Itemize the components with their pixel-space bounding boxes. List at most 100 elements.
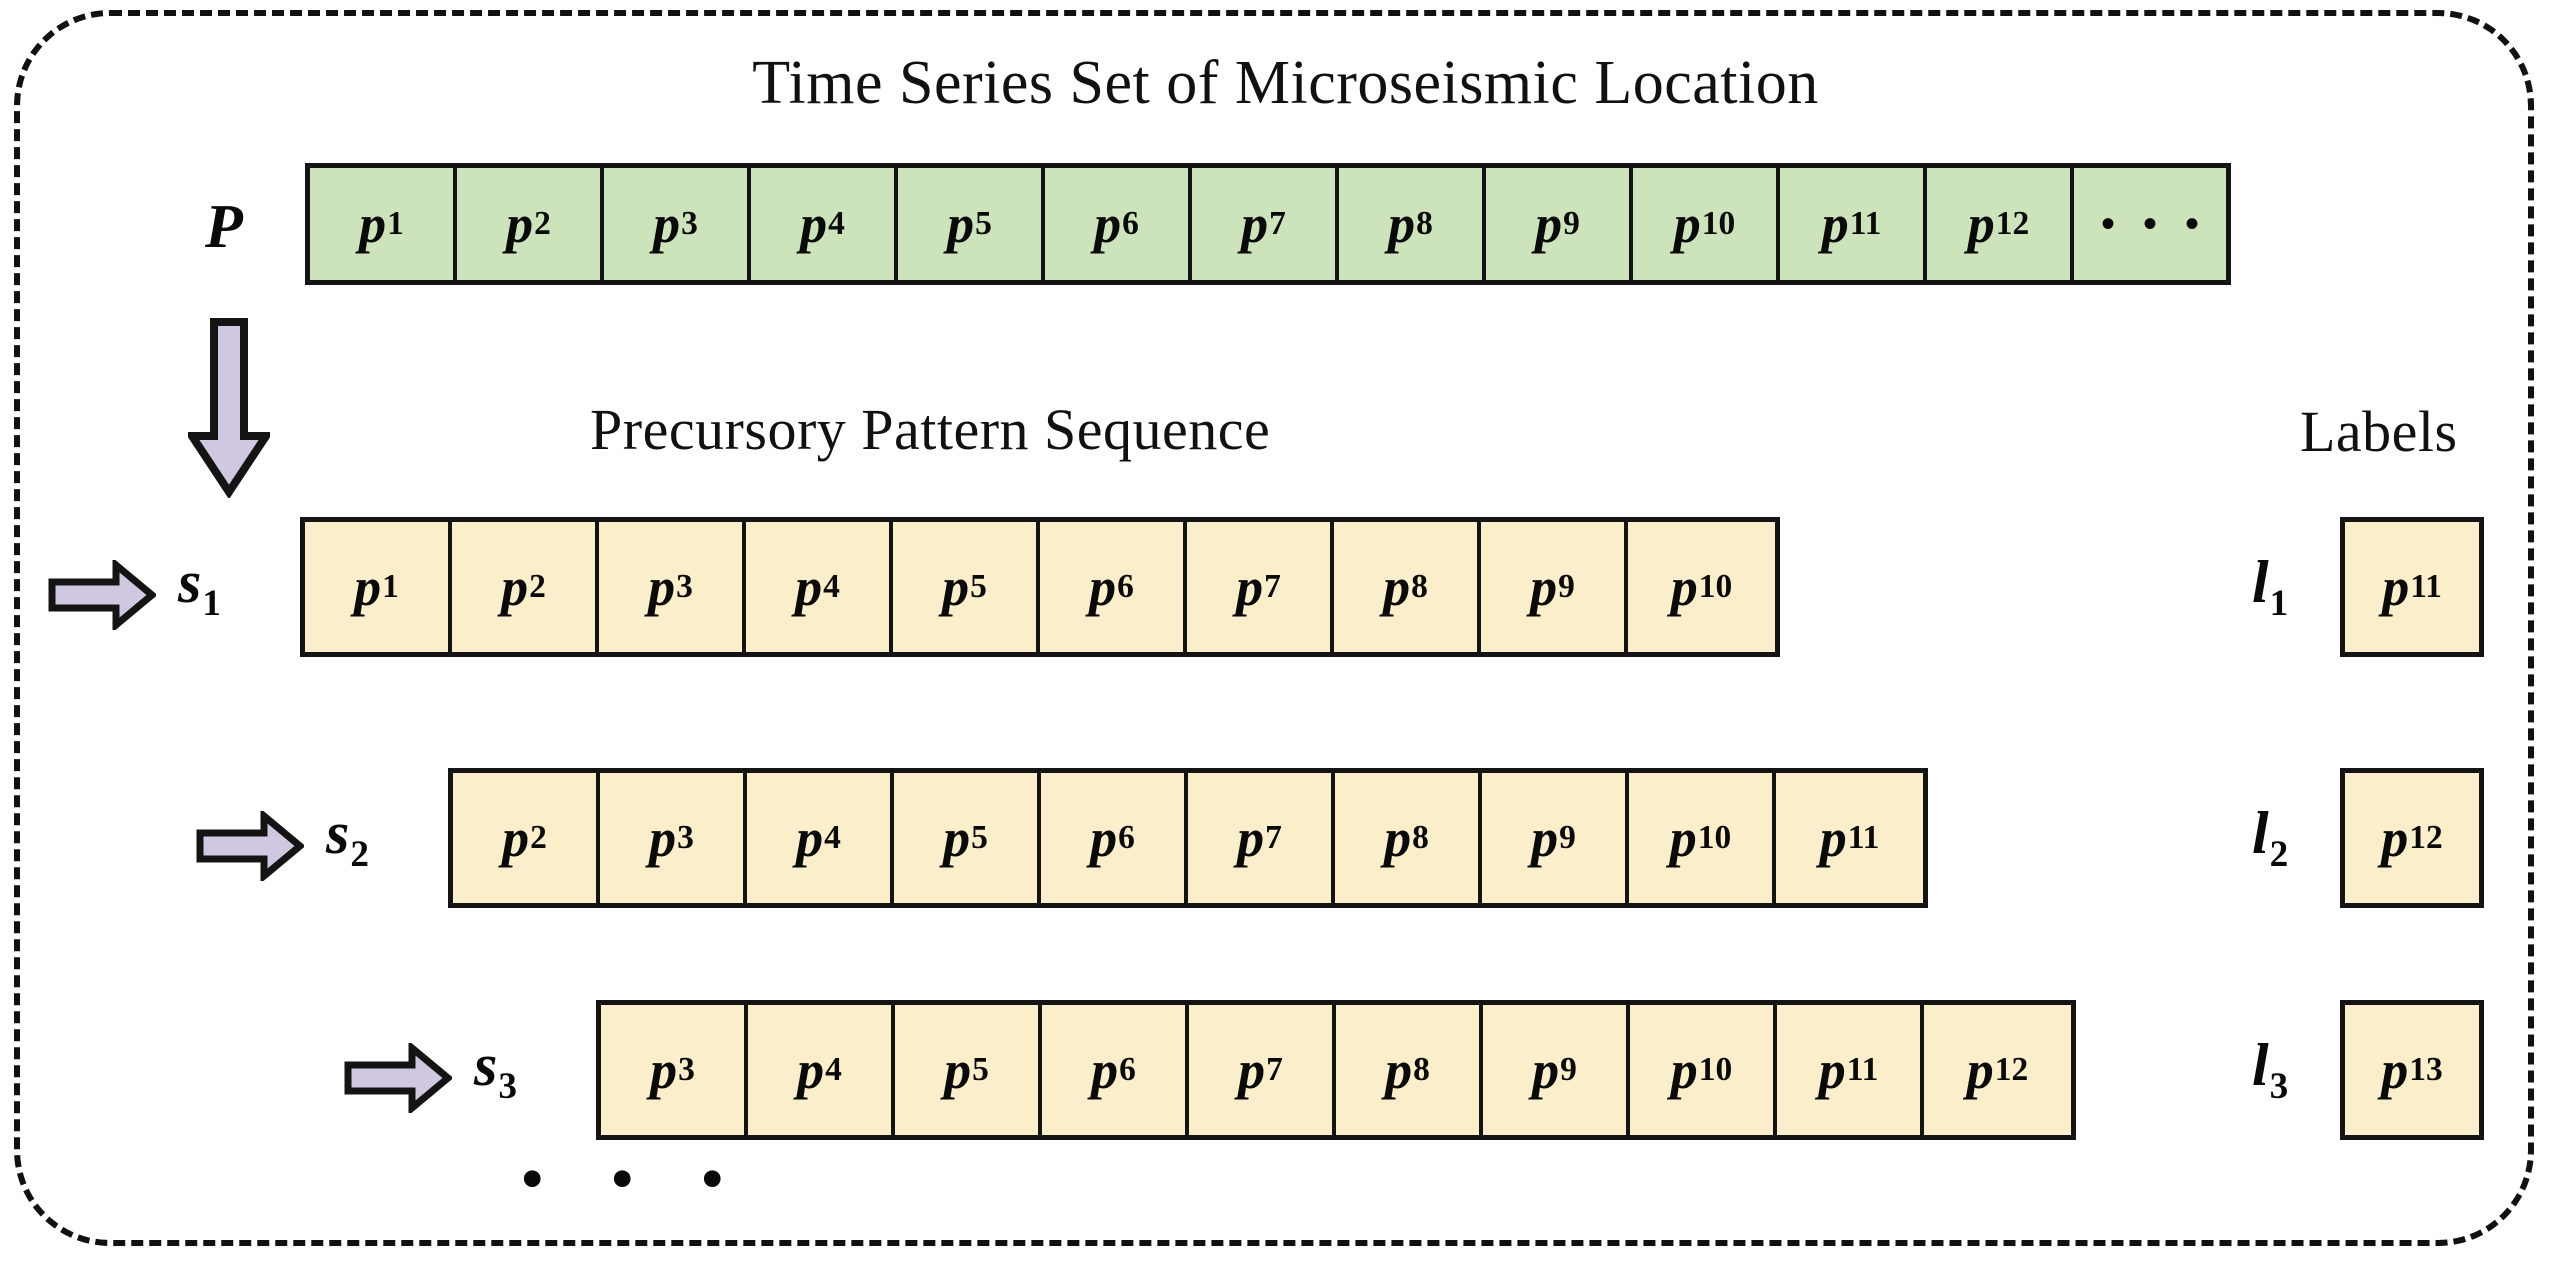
symbol-base: l	[2252, 1032, 2269, 1098]
symbol-base: p	[1818, 1040, 1846, 1100]
symbol-subscript: 2	[534, 205, 551, 243]
symbol-subscript: 1	[387, 205, 404, 243]
symbol-subscript: 5	[972, 1051, 989, 1089]
symbol-subscript: 2	[529, 568, 546, 606]
precursory-pattern-sequence-heading: Precursory Pattern Sequence	[590, 397, 1271, 462]
symbol-base: p	[649, 808, 677, 868]
symbol-subscript: 4	[828, 205, 845, 243]
symbol-subscript: 11	[1847, 819, 1880, 857]
symbol-base: p	[1670, 1040, 1698, 1100]
symbol-subscript: 8	[1416, 205, 1433, 243]
symbol-subscript: 2	[350, 834, 369, 875]
symbol-base: p	[797, 1040, 825, 1100]
symbol-base: p	[795, 557, 823, 617]
symbol-base: l	[2252, 549, 2269, 615]
symbol-base: p	[502, 808, 530, 868]
symbol-subscript: 1	[202, 583, 221, 624]
symbol-base: p	[2382, 557, 2410, 617]
symbol-base: p	[1089, 557, 1117, 617]
symbol-base: p	[653, 194, 681, 254]
symbol-subscript: 9	[1558, 568, 1575, 606]
symbol-subscript: 7	[1265, 819, 1282, 857]
symbol-subscript: 3	[676, 568, 693, 606]
symbol-base: p	[506, 194, 534, 254]
symbol-subscript: 4	[824, 819, 841, 857]
symbol-base: p	[942, 557, 970, 617]
right-arrow-icon-2	[196, 808, 306, 886]
symbol-subscript: 7	[1264, 568, 1281, 606]
sequence-symbol-3: s3	[474, 1035, 517, 1105]
symbol-subscript: 10	[1701, 205, 1736, 243]
symbol-base: p	[1241, 194, 1269, 254]
series-row-symbol: P	[205, 196, 243, 258]
symbol-base: p	[1236, 557, 1264, 617]
symbol-base: p	[2381, 808, 2409, 868]
symbol-base: l	[2252, 800, 2269, 866]
symbol-subscript: 12	[2409, 819, 2443, 857]
symbol-base: p	[1237, 808, 1265, 868]
symbol-base: p	[943, 808, 971, 868]
symbol-subscript: 9	[1559, 819, 1576, 857]
symbol-subscript: 2	[530, 819, 547, 857]
symbol-base: p	[359, 194, 387, 254]
symbol-subscript: 6	[1118, 819, 1135, 857]
symbol-base: p	[1673, 194, 1701, 254]
symbol-base: p	[1532, 1040, 1560, 1100]
symbol-subscript: 3	[681, 205, 698, 243]
symbol-base: p	[650, 1040, 678, 1100]
symbol-subscript: 8	[1413, 1051, 1430, 1089]
label-symbol-3: l3	[2252, 1035, 2288, 1105]
symbol-subscript: 5	[975, 205, 992, 243]
labels-heading: Labels	[2300, 399, 2458, 464]
symbol-base: s	[178, 549, 202, 615]
down-arrow-icon	[184, 318, 274, 503]
series-ellipsis-cell: • • •	[2074, 168, 2226, 280]
symbol-subscript: 5	[970, 568, 987, 606]
symbol-subscript: 1	[382, 568, 399, 606]
symbol-base: p	[1238, 1040, 1266, 1100]
symbol-base: p	[947, 194, 975, 254]
sequence-symbol-2: s2	[326, 803, 369, 873]
symbol-subscript: 5	[971, 819, 988, 857]
symbol-base: p	[1531, 808, 1559, 868]
symbol-subscript: 8	[1412, 819, 1429, 857]
symbol-subscript: 11	[2410, 568, 2442, 606]
symbol-base: p	[1535, 194, 1563, 254]
symbol-base: p	[1966, 1040, 1994, 1100]
symbol-subscript: 3	[678, 1051, 695, 1089]
symbol-subscript: 10	[1698, 1051, 1733, 1089]
symbol-base: p	[1091, 1040, 1119, 1100]
symbol-base: p	[1090, 808, 1118, 868]
symbol-subscript: 10	[1697, 819, 1732, 857]
sequence-symbol-1: s1	[178, 552, 221, 622]
right-arrow-icon-1	[48, 557, 158, 635]
